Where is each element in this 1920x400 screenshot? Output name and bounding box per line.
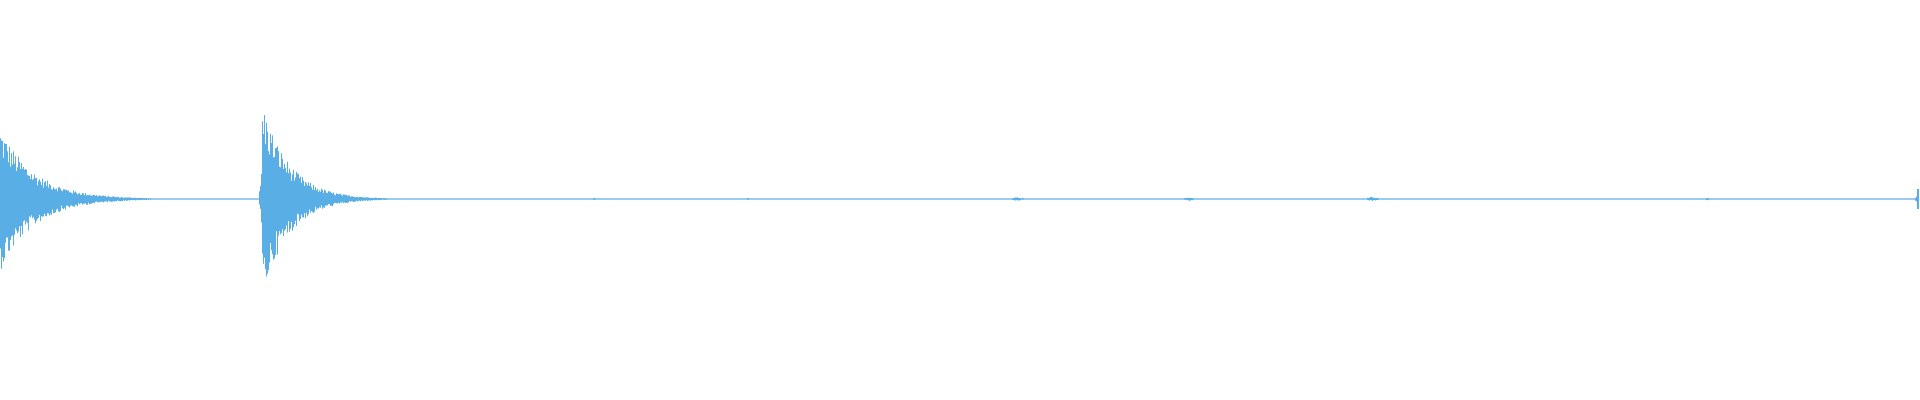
waveform-samples xyxy=(0,115,1919,277)
